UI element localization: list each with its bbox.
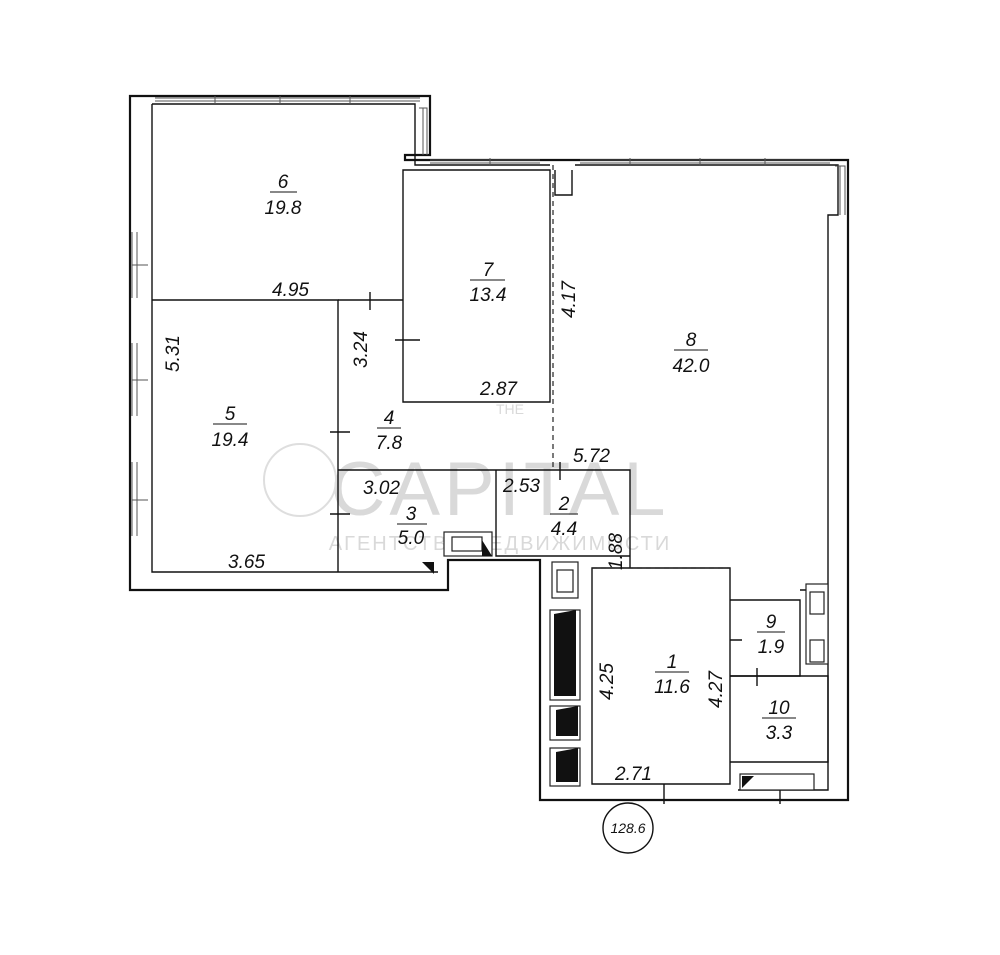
room-number-7: 7 bbox=[483, 260, 495, 281]
dim-room1-height: 4.25 bbox=[597, 663, 618, 700]
room-area-9: 1.9 bbox=[758, 637, 785, 658]
dim-room1-width: 2.71 bbox=[614, 764, 652, 785]
watermark-sub: АГЕНТСТВО НЕДВИЖИМОСТИ bbox=[329, 533, 671, 555]
total-area-badge: 128.6 bbox=[602, 802, 654, 854]
watermark-top: THE bbox=[496, 401, 524, 417]
dimensions: 4.95 5.31 3.24 4.17 2.87 3.02 2.53 5.72 … bbox=[163, 280, 727, 785]
windows bbox=[131, 96, 846, 536]
dim-room3-width: 3.02 bbox=[363, 478, 400, 499]
room-number-3: 3 bbox=[406, 504, 417, 525]
room-number-9: 9 bbox=[766, 612, 777, 633]
room-area-2: 4.4 bbox=[551, 519, 577, 540]
room-number-10: 10 bbox=[768, 698, 790, 719]
room-number-5: 5 bbox=[225, 404, 236, 425]
total-area: 128.6 bbox=[610, 820, 645, 836]
dim-room7-height: 4.17 bbox=[559, 280, 580, 318]
watermark-brand: CAPITAL bbox=[330, 447, 669, 532]
dim-room1-height-right: 4.27 bbox=[706, 670, 727, 708]
room-area-10: 3.3 bbox=[766, 723, 793, 744]
dashed-openings bbox=[552, 165, 730, 569]
room-area-4: 7.8 bbox=[376, 433, 403, 454]
dim-room5-width: 3.65 bbox=[228, 552, 265, 573]
room-number-4: 4 bbox=[384, 408, 395, 429]
room-area-7: 13.4 bbox=[470, 285, 507, 306]
room-area-5: 19.4 bbox=[212, 430, 249, 451]
room-number-2: 2 bbox=[558, 494, 570, 515]
dim-room2-height: 1.88 bbox=[606, 533, 627, 570]
room-area-8: 42.0 bbox=[673, 356, 710, 377]
dim-room6-width: 4.95 bbox=[272, 280, 309, 301]
room-area-3: 5.0 bbox=[398, 528, 425, 549]
watermark-emblem bbox=[263, 443, 337, 517]
outer-walls bbox=[128, 94, 850, 802]
dim-room4-height: 3.24 bbox=[351, 331, 372, 368]
dim-room2-width: 2.53 bbox=[502, 476, 540, 497]
door-ticks bbox=[330, 292, 781, 804]
dim-hall-width: 5.72 bbox=[573, 446, 610, 467]
room-labels: 6 19.8 7 13.4 8 42.0 5 19.4 4 7.8 3 5.0 … bbox=[212, 172, 796, 744]
fixtures bbox=[422, 531, 829, 791]
room-area-1: 11.6 bbox=[654, 677, 690, 698]
dim-room7-width: 2.87 bbox=[479, 379, 518, 400]
room-number-1: 1 bbox=[667, 652, 678, 673]
watermark: THE CAPITAL АГЕНТСТВО НЕДВИЖИМОСТИ bbox=[263, 401, 671, 555]
room-area-6: 19.8 bbox=[265, 198, 302, 219]
room-number-6: 6 bbox=[278, 172, 289, 193]
room-number-8: 8 bbox=[686, 330, 697, 351]
dim-room5-height: 5.31 bbox=[163, 335, 184, 372]
